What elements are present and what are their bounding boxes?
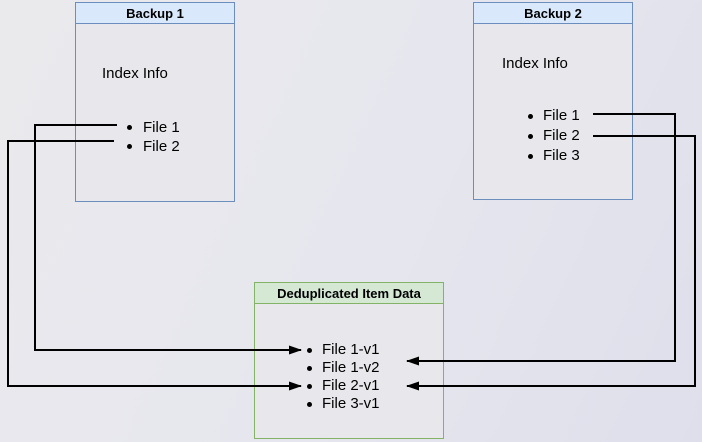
file-list-item: File 2 xyxy=(474,126,632,146)
backup2-index-info-label: Index Info xyxy=(502,55,568,72)
file-list-item: File 1 xyxy=(76,118,234,137)
file-list-item: File 2-v1 xyxy=(255,377,443,395)
backup2-title: Backup 2 xyxy=(474,3,632,24)
file-list-item: File 1 xyxy=(474,106,632,126)
file-list-item: File 2 xyxy=(76,137,234,156)
file-list-item: File 1-v1 xyxy=(255,341,443,359)
backup1-title: Backup 1 xyxy=(76,3,234,24)
file-list-item: File 3 xyxy=(474,146,632,166)
dedup-title: Deduplicated Item Data xyxy=(255,283,443,304)
file-list-item: File 3-v1 xyxy=(255,395,443,413)
backup1-index-info-label: Index Info xyxy=(102,65,168,82)
file-list-item: File 1-v2 xyxy=(255,359,443,377)
